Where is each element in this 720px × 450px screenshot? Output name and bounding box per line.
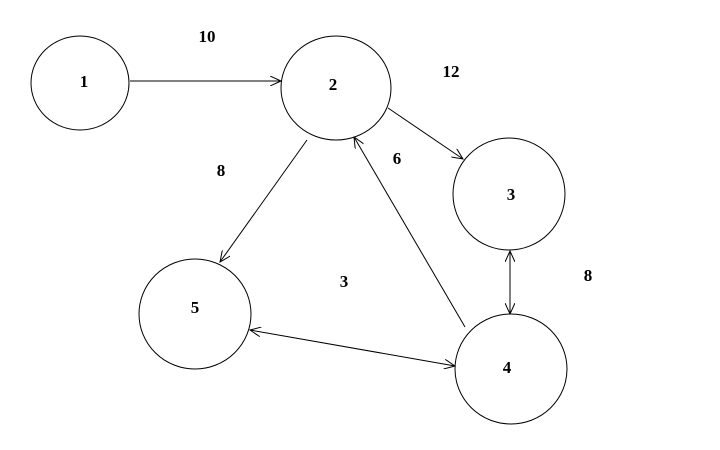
- weight-3-4: 8: [584, 266, 593, 285]
- node-5-label: 5: [191, 298, 200, 317]
- node-2: [280, 35, 392, 141]
- node-1: [30, 35, 130, 131]
- node-2-label: 2: [329, 75, 338, 94]
- edge-2-5: [220, 139, 308, 262]
- weight-1-2: 10: [199, 27, 216, 46]
- node-4: [454, 313, 568, 425]
- weight-2-5: 8: [217, 161, 226, 180]
- weight-5-4: 3: [340, 272, 349, 291]
- weight-4-2: 6: [393, 149, 402, 168]
- edge-4-2: [354, 137, 466, 328]
- node-1-label: 1: [80, 72, 89, 91]
- edge-5-4: [250, 330, 455, 366]
- weight-2-3: 12: [443, 62, 460, 81]
- node-5: [138, 258, 252, 370]
- node-3: [452, 137, 566, 251]
- edge-2-3: [387, 107, 463, 159]
- node-4-label: 4: [503, 358, 512, 377]
- node-3-label: 3: [507, 185, 516, 204]
